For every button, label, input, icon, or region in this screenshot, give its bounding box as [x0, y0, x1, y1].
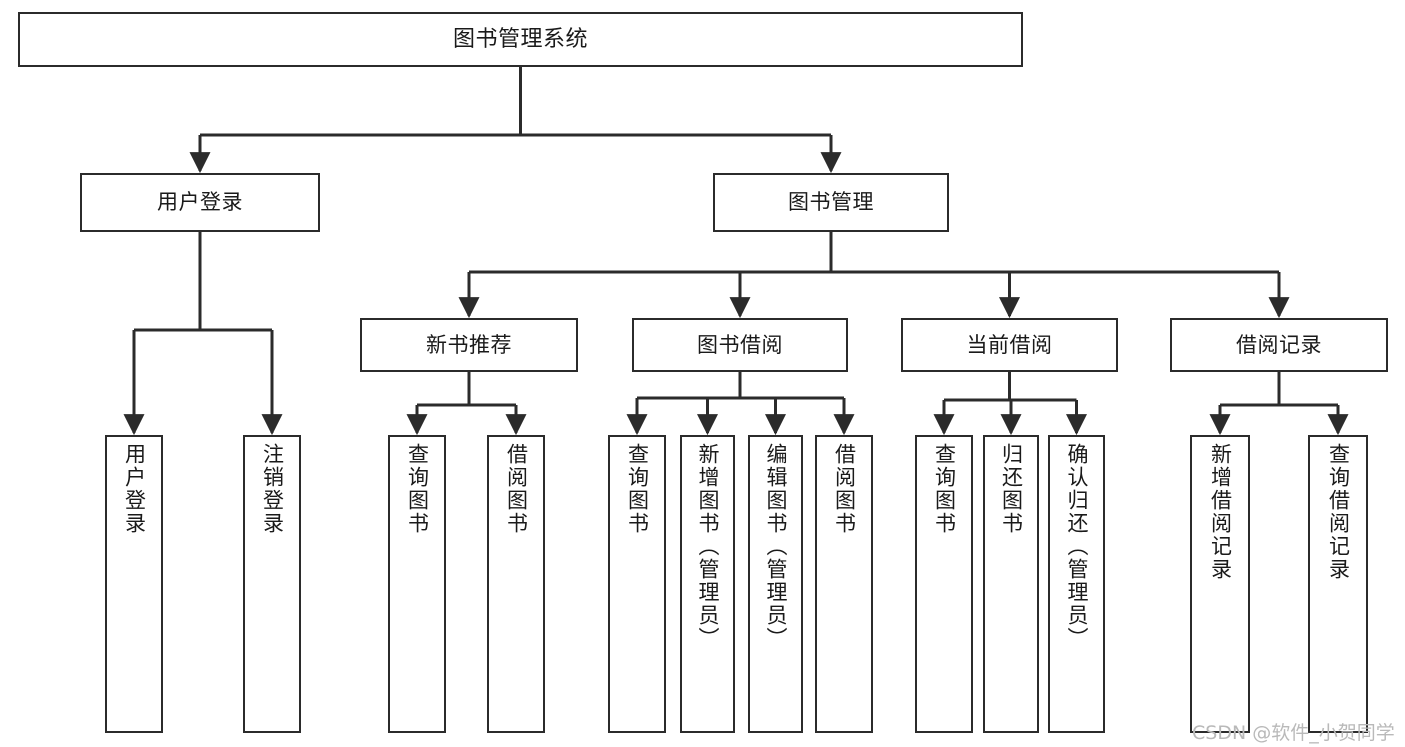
node-label: 用户登录 [122, 443, 147, 535]
node-leaf-edit-book[interactable]: 编辑图书（管理员） [748, 435, 803, 733]
node-label: 当前借阅 [966, 332, 1053, 357]
node-label: 注销登录 [260, 443, 285, 535]
node-label: 查询图书 [405, 443, 430, 535]
node-label: 查询图书 [625, 443, 650, 535]
node-leaf-borrow-book-1[interactable]: 借阅图书 [487, 435, 545, 733]
node-label: 新书推荐 [426, 332, 512, 357]
node-label: 图书管理 [788, 190, 874, 215]
node-leaf-return-book[interactable]: 归还图书 [983, 435, 1039, 733]
node-leaf-confirm-return[interactable]: 确认归还（管理员） [1048, 435, 1105, 733]
node-book-management[interactable]: 图书管理 [713, 173, 949, 232]
node-leaf-user-login[interactable]: 用户登录 [105, 435, 163, 733]
node-label: 借阅图书 [832, 443, 857, 535]
node-label: 借阅记录 [1236, 332, 1322, 357]
node-leaf-query-record[interactable]: 查询借阅记录 [1308, 435, 1368, 733]
node-leaf-add-book[interactable]: 新增图书（管理员） [680, 435, 735, 733]
node-current-borrow[interactable]: 当前借阅 [901, 318, 1118, 372]
node-new-book-recommend[interactable]: 新书推荐 [360, 318, 578, 372]
node-root[interactable]: 图书管理系统 [18, 12, 1023, 67]
node-label: 新增图书（管理员） [696, 443, 720, 650]
node-leaf-query-book-3[interactable]: 查询图书 [915, 435, 973, 733]
node-leaf-logout[interactable]: 注销登录 [243, 435, 301, 733]
node-label: 归还图书 [999, 443, 1024, 535]
node-label: 查询图书 [932, 443, 957, 535]
node-leaf-add-record[interactable]: 新增借阅记录 [1190, 435, 1250, 733]
node-leaf-query-book-2[interactable]: 查询图书 [608, 435, 666, 733]
node-leaf-borrow-book-2[interactable]: 借阅图书 [815, 435, 873, 733]
node-label: 借阅图书 [504, 443, 529, 535]
node-label: 新增借阅记录 [1208, 443, 1233, 581]
node-borrow-record[interactable]: 借阅记录 [1170, 318, 1388, 372]
node-label: 确认归还（管理员） [1065, 443, 1089, 650]
node-user-login[interactable]: 用户登录 [80, 173, 320, 232]
connector-group [123, 67, 1349, 436]
node-label: 用户登录 [157, 190, 243, 215]
node-label: 编辑图书（管理员） [764, 443, 788, 650]
node-book-borrow[interactable]: 图书借阅 [632, 318, 848, 372]
node-label: 图书借阅 [697, 332, 783, 357]
node-label: 查询借阅记录 [1326, 443, 1351, 581]
node-label: 图书管理系统 [452, 26, 588, 52]
node-leaf-query-book-1[interactable]: 查询图书 [388, 435, 446, 733]
